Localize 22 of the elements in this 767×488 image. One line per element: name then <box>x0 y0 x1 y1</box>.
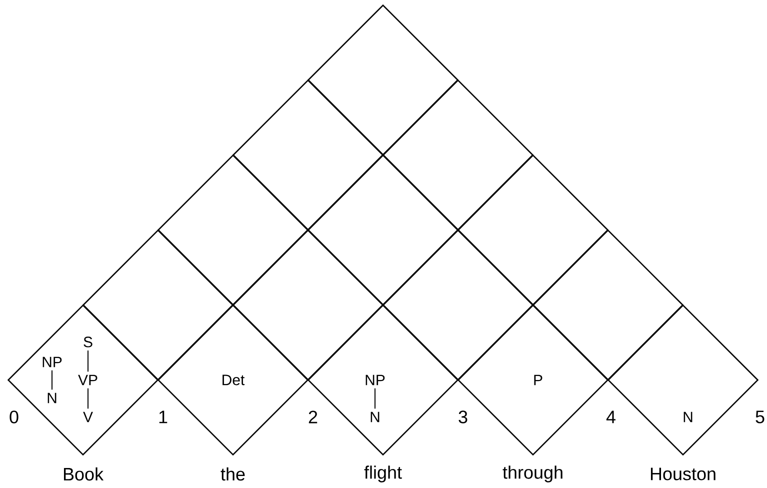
word-label: through <box>502 466 562 482</box>
position-number: 1 <box>159 410 168 424</box>
category-label: N <box>48 392 56 404</box>
category-label: N <box>370 412 380 422</box>
category-label: NP <box>42 356 62 368</box>
word-label: the <box>220 467 245 481</box>
position-number: 4 <box>606 410 616 424</box>
category-label: VP <box>78 374 98 386</box>
word-label: Houston <box>650 468 716 480</box>
word-label: Book <box>64 467 104 481</box>
position-number: 3 <box>458 410 468 424</box>
category-label: N <box>684 412 692 422</box>
word-label: flight <box>364 466 402 482</box>
position-number: 2 <box>308 410 318 424</box>
position-number: 5 <box>756 410 764 424</box>
category-label: P <box>534 374 542 386</box>
category-label: V <box>83 412 93 422</box>
position-number: 0 <box>10 410 18 424</box>
category-label: Det <box>222 374 245 386</box>
category-label: S <box>84 336 92 348</box>
category-label: NP <box>366 374 385 386</box>
tree-line <box>374 388 376 410</box>
